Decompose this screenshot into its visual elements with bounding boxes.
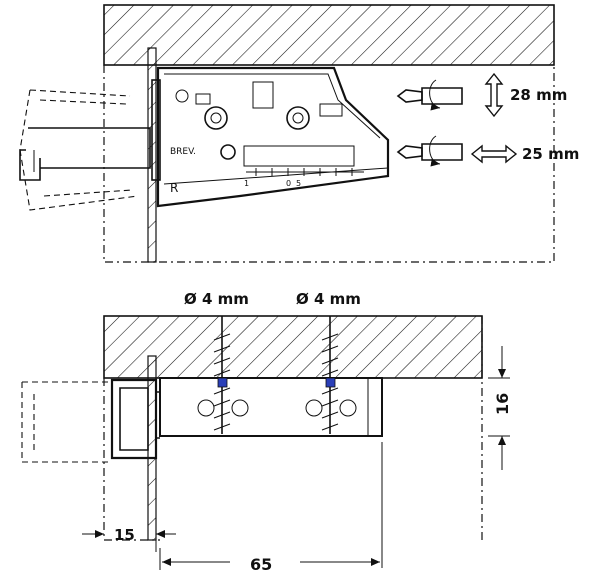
height-adjust-label: 28 mm <box>510 86 567 104</box>
stamp-brev: BREV. <box>170 147 196 157</box>
cabinet-panel-hatch-2 <box>103 315 483 379</box>
scale-right: 5 <box>296 179 301 188</box>
mounting-plate <box>159 377 383 437</box>
height-dimension <box>488 346 510 470</box>
screw-diameter-label-1: Ø 4 mm <box>184 290 249 308</box>
bottom-view: Ø 4 mm Ø 4 mm 16 15 65 <box>21 290 512 574</box>
stamp-side: R <box>170 181 178 195</box>
cabinet-panel-hatch <box>103 4 555 66</box>
height-adjust-arrow-icon <box>484 72 504 118</box>
offset-dim-label: 15 <box>114 526 135 544</box>
hinge-arm <box>19 127 151 181</box>
door-open-ghost-inner <box>39 99 133 197</box>
screw-right <box>305 316 357 434</box>
scale-mid: 0 <box>286 179 291 188</box>
depth-adjust-label: 25 mm <box>522 145 579 163</box>
screw-left <box>197 316 249 434</box>
screwdriver-height-icon <box>396 79 463 111</box>
offset-dimension <box>82 512 176 552</box>
side-view: BREV. R 1 0 5 28 mm 25 mm <box>19 4 579 263</box>
screwdriver-depth-icon <box>396 135 463 167</box>
screw-diameter-label-2: Ø 4 mm <box>296 290 361 308</box>
cabinet-outline <box>103 65 555 263</box>
height-dim-label: 16 <box>493 393 512 415</box>
cup-ghost <box>21 381 110 463</box>
hinge-body-side <box>151 66 390 208</box>
door-panel-2 <box>147 355 157 541</box>
length-dimension <box>159 442 383 570</box>
depth-adjust-arrow-icon <box>470 144 518 164</box>
scale-left: 1 <box>244 179 249 188</box>
length-dim-label: 65 <box>250 555 272 574</box>
door-open-ghost <box>19 89 139 211</box>
